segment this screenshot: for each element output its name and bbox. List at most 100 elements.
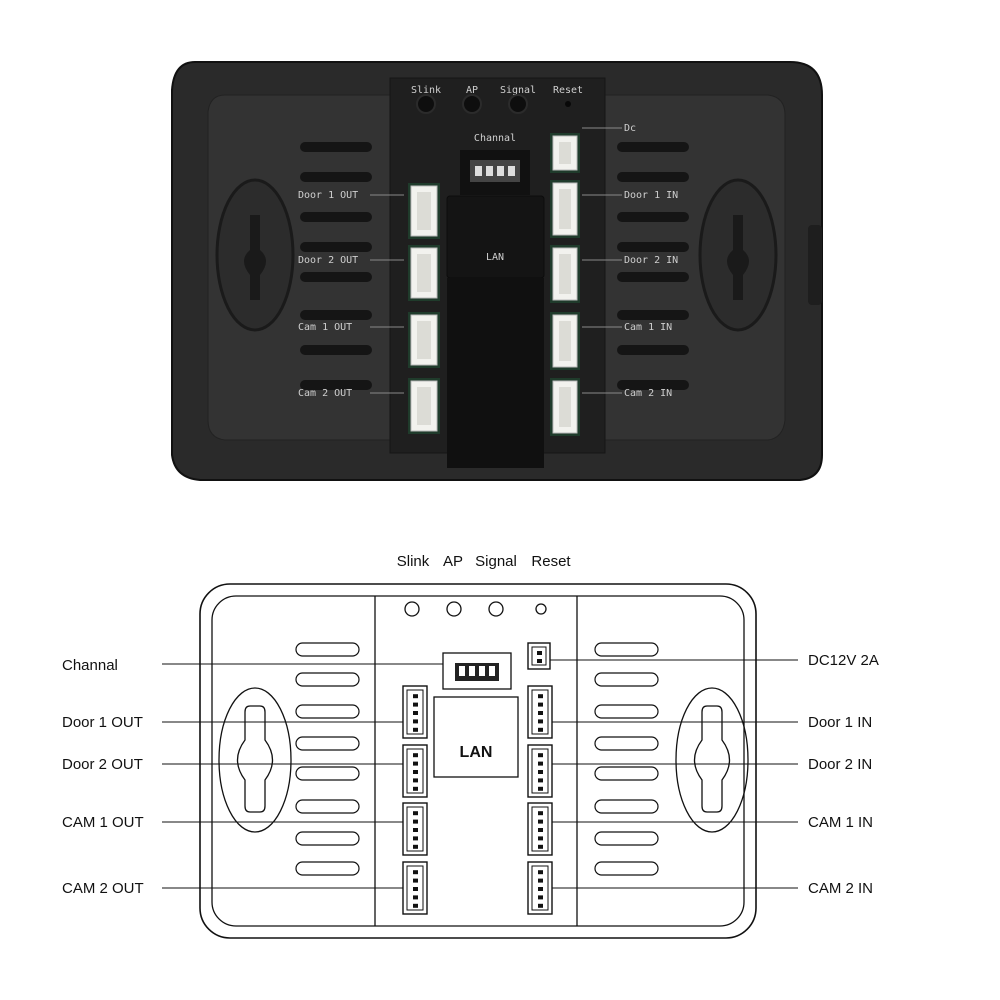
vent-slot-right xyxy=(617,172,689,182)
connector-2-left[interactable] xyxy=(402,744,428,798)
vent-slot-right xyxy=(594,672,659,687)
port-label-right: CAM 2 IN xyxy=(808,880,873,897)
slink-button[interactable] xyxy=(416,94,436,114)
connector-4-left[interactable] xyxy=(408,378,440,434)
ap-button[interactable] xyxy=(462,94,482,114)
vent-slot-right xyxy=(617,242,689,252)
port-label-right: Door 2 IN xyxy=(808,756,872,773)
port-label-left: CAM 1 OUT xyxy=(62,814,144,831)
connector-1-left[interactable] xyxy=(408,183,440,239)
vent-slot-right xyxy=(594,799,659,814)
button-label-ap: AP xyxy=(443,553,463,570)
connector-2-left[interactable] xyxy=(408,245,440,301)
button-row: Slink AP Signal Reset xyxy=(411,85,583,114)
mount-outline-left xyxy=(218,687,292,833)
port-label-right: Door 1 IN xyxy=(624,190,678,201)
button-label-signal: Signal xyxy=(475,553,517,570)
vent-slot-left xyxy=(300,212,372,222)
connector-3-right[interactable] xyxy=(527,802,553,856)
vent-slot-right xyxy=(617,212,689,222)
signal-button[interactable] xyxy=(508,94,528,114)
port-label-right: Door 2 IN xyxy=(624,255,678,266)
connector-3-left[interactable] xyxy=(402,802,428,856)
connector-dc[interactable] xyxy=(550,133,580,173)
port-label-right: Door 1 IN xyxy=(808,714,872,731)
connector-1-right[interactable] xyxy=(527,685,553,739)
vent-slot-left xyxy=(295,799,360,814)
port-label-left: Cam 1 OUT xyxy=(298,322,352,333)
vent-slot-left xyxy=(300,272,372,282)
vent-slot-left xyxy=(295,642,360,657)
signal-button[interactable] xyxy=(488,601,504,617)
connector-3-right[interactable] xyxy=(550,312,580,370)
connector-2-right[interactable] xyxy=(527,744,553,798)
button-row: Slink AP Signal Reset xyxy=(397,553,571,617)
button-label-slink: Slink xyxy=(411,85,441,96)
port-label-right: Dc xyxy=(624,123,636,134)
reset-pinhole[interactable] xyxy=(565,101,571,107)
connector-outlines xyxy=(402,642,553,915)
port-label-left: CAM 2 OUT xyxy=(62,880,144,897)
port-label-right: CAM 1 IN xyxy=(808,814,873,831)
vent-slot-right xyxy=(594,831,659,846)
vent-slot-left xyxy=(300,310,372,320)
button-label-ap: AP xyxy=(466,85,478,96)
button-label-signal: Signal xyxy=(500,85,536,96)
vent-slot-right xyxy=(617,310,689,320)
vent-slot-right xyxy=(594,704,659,719)
connector-3-left[interactable] xyxy=(408,312,440,368)
connector-4-right[interactable] xyxy=(527,861,553,915)
port-label-right: Cam 2 IN xyxy=(624,388,672,399)
connectors xyxy=(408,133,580,436)
vent-slot-left xyxy=(295,831,360,846)
port-label-left: Cam 2 OUT xyxy=(298,388,352,399)
vent-slot-left xyxy=(300,380,372,390)
connector-1-left[interactable] xyxy=(402,685,428,739)
mount-outline-right xyxy=(675,687,749,833)
channel-label: Channal xyxy=(62,657,118,674)
connector-4-left[interactable] xyxy=(402,861,428,915)
port-label-right: Cam 1 IN xyxy=(624,322,672,333)
vent-slot-right xyxy=(617,142,689,152)
vent-slot-left xyxy=(300,345,372,355)
mount-hole-left xyxy=(215,178,295,332)
vent-slot-right xyxy=(617,345,689,355)
vent-slot-left xyxy=(300,142,372,152)
connector-dc[interactable] xyxy=(527,642,551,670)
vent-slot-right xyxy=(594,766,659,781)
slink-button[interactable] xyxy=(404,601,420,617)
mount-hole-right xyxy=(698,178,778,332)
button-label-slink: Slink xyxy=(397,553,430,570)
dip-switch[interactable] xyxy=(460,150,530,195)
vent-slot-left xyxy=(300,172,372,182)
vent-slot-left xyxy=(295,766,360,781)
port-label-left: Door 1 OUT xyxy=(62,714,143,731)
reset-button[interactable] xyxy=(535,603,547,615)
vent-slot-outlines xyxy=(295,642,659,876)
vent-slot-left xyxy=(295,704,360,719)
ap-button[interactable] xyxy=(446,601,462,617)
port-label-right: DC12V 2A xyxy=(808,652,879,669)
vent-slot-left xyxy=(295,672,360,687)
vent-slot-right xyxy=(617,272,689,282)
vent-slot-right xyxy=(594,736,659,751)
button-label-reset: Reset xyxy=(531,553,571,570)
button-label-reset: Reset xyxy=(553,85,583,96)
connector-1-right[interactable] xyxy=(550,180,580,238)
vent-slot-right xyxy=(594,642,659,657)
vent-slots xyxy=(300,142,689,390)
port-label-left: Door 2 OUT xyxy=(62,756,143,773)
connector-2-right[interactable] xyxy=(550,245,580,303)
vent-slot-left xyxy=(300,242,372,252)
connector-4-right[interactable] xyxy=(550,378,580,436)
lan-label: LAN xyxy=(460,744,493,761)
dip-switch-outline xyxy=(442,652,512,690)
lan-port-outline xyxy=(433,696,519,778)
channel-label: Channal xyxy=(474,133,516,144)
